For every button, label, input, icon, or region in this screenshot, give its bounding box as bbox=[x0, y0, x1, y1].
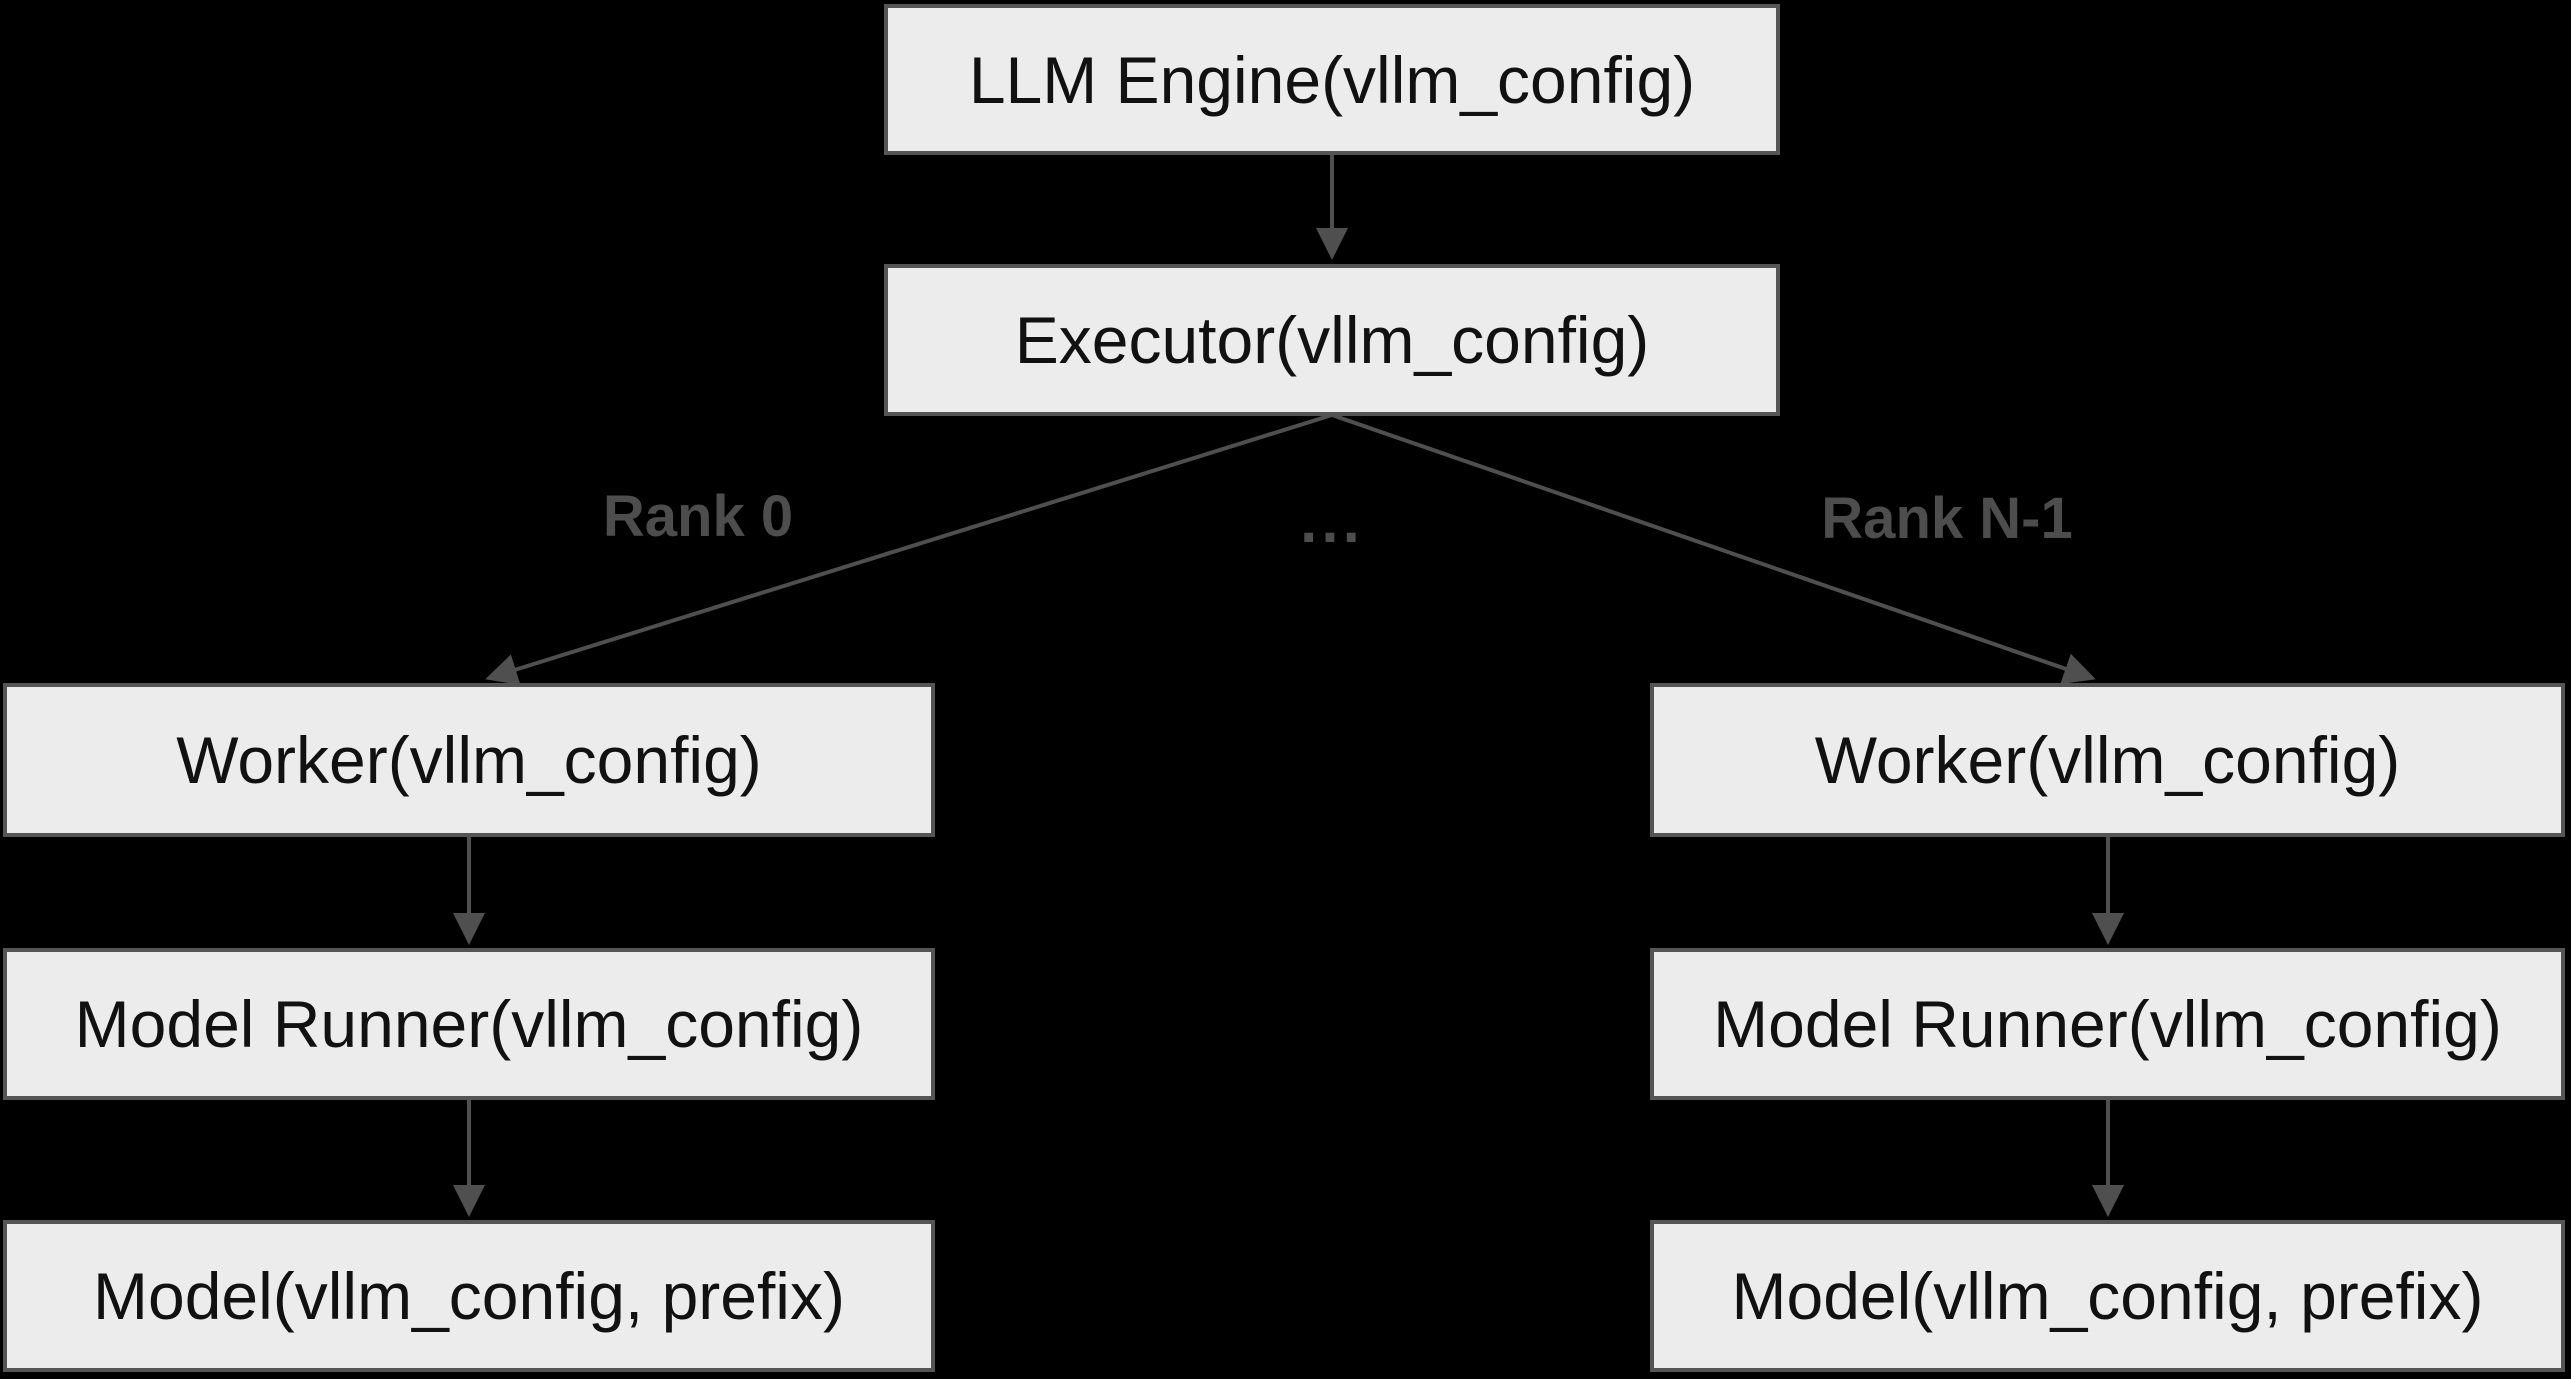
edge-label-ellipsis: ... bbox=[1300, 487, 1364, 556]
node-model-right-label: Model(vllm_config, prefix) bbox=[1731, 1259, 2484, 1333]
node-worker-right: Worker(vllm_config) bbox=[1650, 683, 2565, 837]
node-worker-left-label: Worker(vllm_config) bbox=[176, 723, 762, 797]
edge-executor-to-worker-right bbox=[1331, 413, 2096, 684]
node-model-runner-right-label: Model Runner(vllm_config) bbox=[1713, 987, 2502, 1061]
node-executor: Executor(vllm_config) bbox=[884, 264, 1780, 416]
node-llm-engine-label: LLM Engine(vllm_config) bbox=[968, 42, 1696, 117]
node-model-runner-left: Model Runner(vllm_config) bbox=[3, 948, 935, 1100]
node-worker-right-label: Worker(vllm_config) bbox=[1814, 723, 2401, 797]
node-model-left: Model(vllm_config, prefix) bbox=[3, 1220, 935, 1372]
node-llm-engine: LLM Engine(vllm_config) bbox=[884, 4, 1780, 155]
edge-executor-to-worker-left bbox=[485, 413, 1333, 685]
edge-label-rank-0: Rank 0 bbox=[602, 484, 794, 549]
node-model-runner-right: Model Runner(vllm_config) bbox=[1650, 948, 2565, 1100]
node-model-runner-left-label: Model Runner(vllm_config) bbox=[74, 987, 864, 1061]
node-model-right: Model(vllm_config, prefix) bbox=[1650, 1220, 2565, 1372]
node-worker-left: Worker(vllm_config) bbox=[3, 683, 935, 837]
edge-label-rank-n-minus-1: Rank N-1 bbox=[1821, 486, 2073, 551]
node-executor-label: Executor(vllm_config) bbox=[1014, 303, 1650, 377]
node-model-left-label: Model(vllm_config, prefix) bbox=[93, 1259, 845, 1333]
